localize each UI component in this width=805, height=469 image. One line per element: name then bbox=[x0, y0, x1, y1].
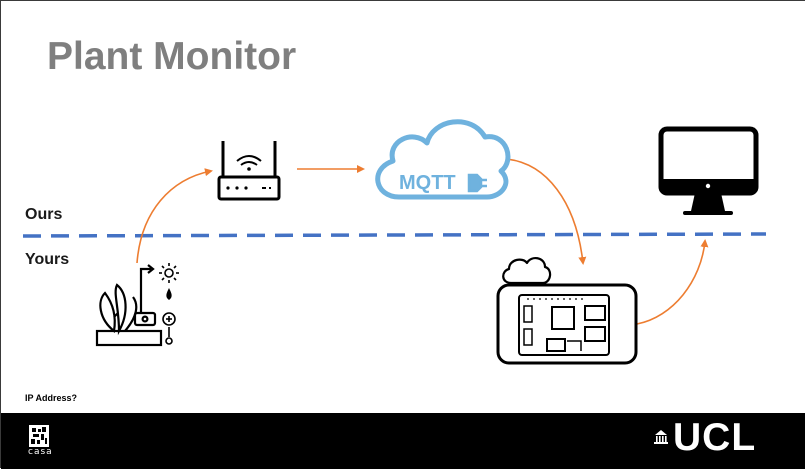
casa-logo-icon bbox=[29, 425, 49, 447]
page-title: Plant Monitor bbox=[47, 35, 297, 78]
yours-label: Yours bbox=[25, 251, 70, 268]
ours-yours-divider bbox=[22, 232, 767, 238]
ip-address-note: IP Address? bbox=[25, 393, 78, 403]
architecture-diagram: MQTT bbox=[22, 119, 767, 365]
footer-bar: casa UCL bbox=[1, 413, 805, 469]
casa-text: casa bbox=[28, 447, 53, 457]
arrow-pi-to-monitor bbox=[636, 239, 709, 325]
plant-sensor-icon bbox=[95, 264, 163, 347]
arrow-sensor-to-router bbox=[136, 168, 213, 264]
ours-label: Ours bbox=[25, 206, 63, 223]
desktop-monitor-icon bbox=[658, 126, 759, 215]
plug-icon bbox=[467, 173, 487, 193]
water-drop-icon bbox=[166, 288, 172, 300]
small-cloud-icon bbox=[502, 257, 552, 285]
arrow-mqtt-to-pi bbox=[505, 158, 587, 265]
ucl-logo-text: UCL bbox=[673, 416, 757, 459]
router-icon bbox=[217, 141, 281, 201]
mqtt-label: MQTT bbox=[399, 172, 456, 194]
sun-icon bbox=[159, 263, 179, 283]
ucl-portico-icon bbox=[654, 430, 668, 444]
raspberry-pi-icon bbox=[496, 283, 638, 365]
thermometer-icon bbox=[162, 312, 176, 345]
